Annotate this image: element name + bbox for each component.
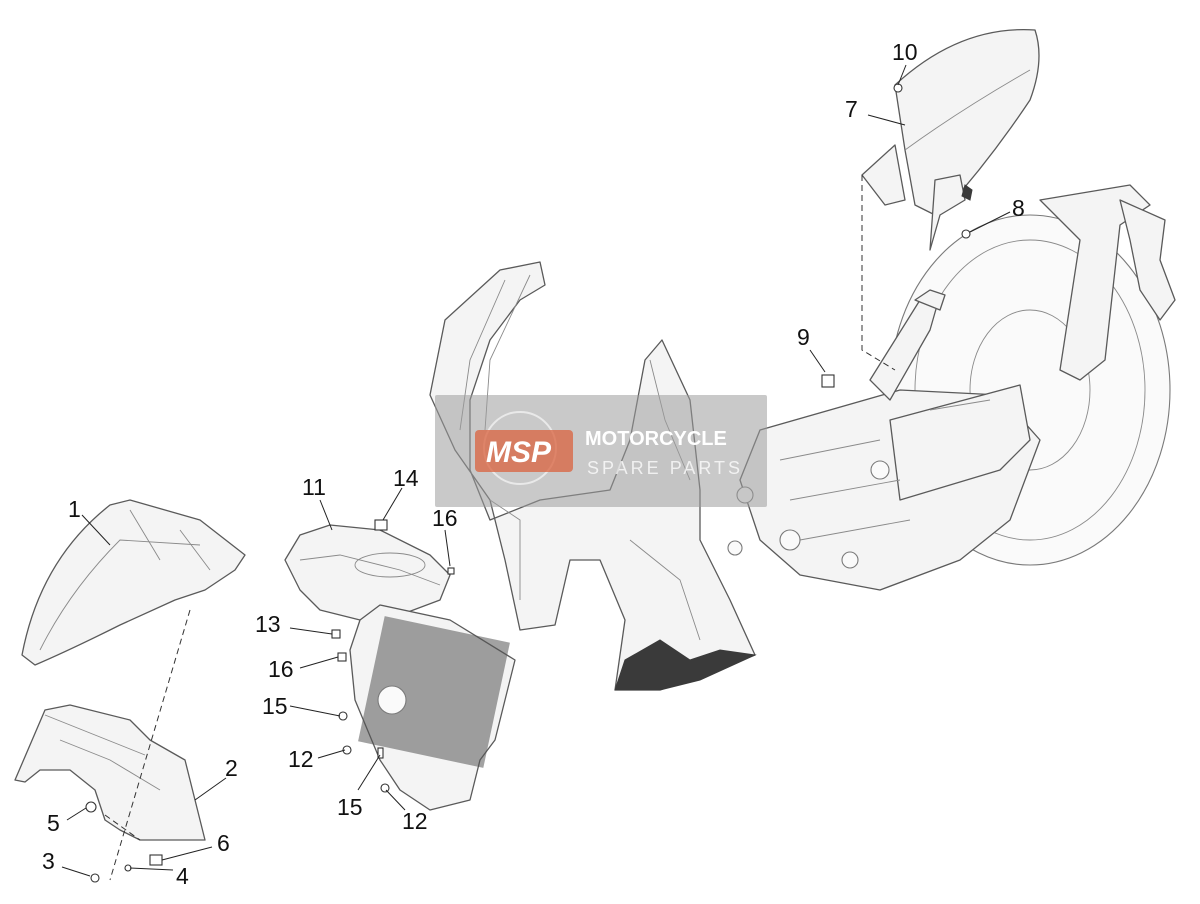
- screw-10: [893, 83, 903, 93]
- front-shield[interactable]: [429, 261, 757, 691]
- callout-7: 7: [845, 96, 858, 122]
- screw-3: [90, 873, 100, 883]
- callout-16a: 16: [432, 505, 458, 531]
- callout-10: 10: [892, 39, 918, 65]
- screw-12a: [342, 745, 352, 755]
- clip-16a: [447, 567, 455, 575]
- nut-15a: [338, 711, 348, 721]
- assembly-guide-lines: [104, 175, 896, 881]
- clip-16b: [337, 652, 347, 662]
- front-mudguard[interactable]: [21, 499, 246, 666]
- screw-12b: [380, 783, 390, 793]
- leader-lines: [61, 64, 1011, 877]
- watermark-line-2: SPARE PARTS: [587, 458, 743, 478]
- clip-14: [374, 519, 388, 531]
- callout-14: 14: [393, 465, 419, 491]
- callout-11: 11: [302, 474, 326, 500]
- callout-8: 8: [1012, 195, 1025, 221]
- nut-5: [85, 801, 97, 813]
- clip-13: [331, 629, 341, 639]
- callout-15b: 15: [337, 794, 363, 820]
- watermark-badge-text: MSP: [486, 436, 552, 469]
- watermark: MSP MOTORCYCLE SPARE PARTS: [435, 395, 767, 507]
- callout-4: 4: [176, 863, 189, 889]
- radiator-cover[interactable]: [284, 524, 451, 621]
- callouts: 1 2 3 4 5 6 7 8 9 10 11 12 12 13 14 15 1…: [42, 39, 1025, 889]
- clip-9: [821, 374, 835, 388]
- clip-6: [149, 854, 163, 866]
- fasteners: [85, 83, 971, 883]
- screw-8: [961, 229, 971, 239]
- watermark-box: [435, 395, 767, 507]
- callout-12a: 12: [288, 746, 314, 772]
- callout-5: 5: [47, 810, 60, 836]
- front-grille-panel[interactable]: [349, 604, 516, 811]
- callout-16b: 16: [268, 656, 294, 682]
- callout-9: 9: [797, 324, 810, 350]
- rear-mudguard[interactable]: [861, 28, 1040, 251]
- callout-13: 13: [255, 611, 281, 637]
- callout-15a: 15: [262, 693, 288, 719]
- watermark-line-1: MOTORCYCLE: [585, 428, 727, 450]
- callout-12b: 12: [402, 808, 428, 834]
- rear-frame-engine-assembly: [727, 184, 1176, 591]
- clip-15b: [377, 747, 384, 759]
- watermark-badge: [475, 430, 573, 472]
- callout-2: 2: [225, 755, 238, 781]
- callout-6: 6: [217, 830, 230, 856]
- callout-3: 3: [42, 848, 55, 874]
- inner-mudguard[interactable]: [14, 704, 206, 841]
- callout-1: 1: [68, 496, 81, 522]
